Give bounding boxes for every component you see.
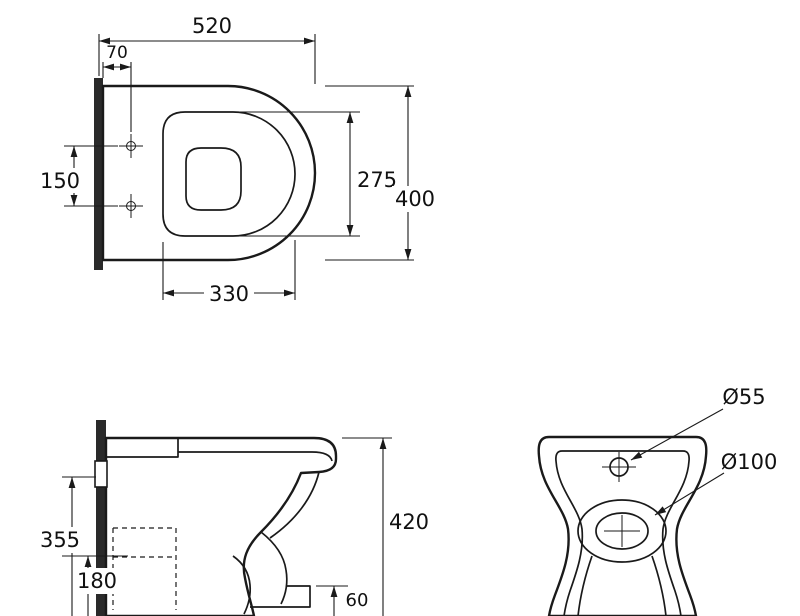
- dimension-height-low: 180: [62, 555, 128, 616]
- dimension-hole-offset: 70: [102, 43, 132, 132]
- dimension-bowl-opening-length: 330: [162, 240, 296, 306]
- hole-spacing-label: 150: [40, 169, 80, 193]
- fixing-hole-top: [119, 134, 143, 158]
- overall-width-label: 400: [395, 187, 435, 211]
- height-low-label: 180: [77, 569, 117, 593]
- leader-line: [654, 472, 725, 516]
- leader-line: [630, 408, 724, 461]
- pan-outline-plan: [101, 84, 317, 262]
- outlet-ring-outer: [577, 499, 667, 563]
- dimension-height-mid: 355: [38, 476, 96, 616]
- side-view: 420 355 180 60: [38, 420, 429, 616]
- outlet-diameter-label: Ø100: [721, 450, 778, 474]
- hole-offset-label: 70: [106, 43, 128, 63]
- top-view: 520 70 150 275: [37, 14, 438, 306]
- height-mid-label: 355: [40, 528, 80, 552]
- hidden-trap-dashed-lines: [112, 527, 177, 610]
- pan-outline-side: [104, 436, 338, 616]
- front-view: Ø55 Ø100: [537, 385, 778, 616]
- overall-depth-label: 520: [192, 14, 232, 38]
- dimension-overall-height: 420: [342, 437, 429, 616]
- bowl-face-front: [555, 450, 690, 616]
- bowl-underside-curve: [269, 471, 320, 539]
- rim-line: [178, 451, 333, 462]
- overall-height-label: 420: [389, 510, 429, 534]
- callout-outlet-diameter: Ø100: [654, 450, 778, 516]
- bowl-opening-width-label: 275: [357, 168, 397, 192]
- inlet-connection-box: [94, 460, 108, 488]
- dimension-bowl-opening-width: 275: [240, 111, 397, 237]
- pedestal-flare-right: [651, 555, 667, 616]
- seat-deck-line: [106, 438, 179, 458]
- seat-opening-outline: [162, 111, 296, 237]
- bowl-opening-length-label: 330: [209, 282, 249, 306]
- label-mask: [38, 527, 83, 553]
- dimension-overall-width: 400: [325, 85, 438, 261]
- outlet-spigot: [250, 585, 311, 608]
- label-mask: [392, 186, 438, 212]
- wall-section-plan: [94, 78, 103, 270]
- outlet-dim-label: 60: [346, 590, 369, 611]
- dimension-hole-spacing: 150: [37, 145, 118, 207]
- trap-curve-inner: [232, 555, 252, 615]
- pan-body-front: [537, 435, 708, 616]
- trap-curve-outer: [260, 531, 288, 605]
- wall-section-side: [96, 420, 106, 616]
- bowl-inner-outline: [185, 147, 242, 211]
- label-mask: [37, 168, 83, 193]
- outlet-ring-inner: [595, 512, 649, 550]
- inlet-diameter-label: Ø55: [722, 385, 765, 409]
- fixing-hole-bottom: [119, 194, 143, 218]
- label-mask: [204, 281, 254, 306]
- label-mask: [74, 568, 120, 594]
- dimension-outlet: 60: [316, 585, 369, 616]
- pedestal-flare-left: [577, 555, 593, 616]
- callout-inlet-diameter: Ø55: [630, 385, 766, 461]
- dimension-overall-depth: 520: [98, 14, 316, 84]
